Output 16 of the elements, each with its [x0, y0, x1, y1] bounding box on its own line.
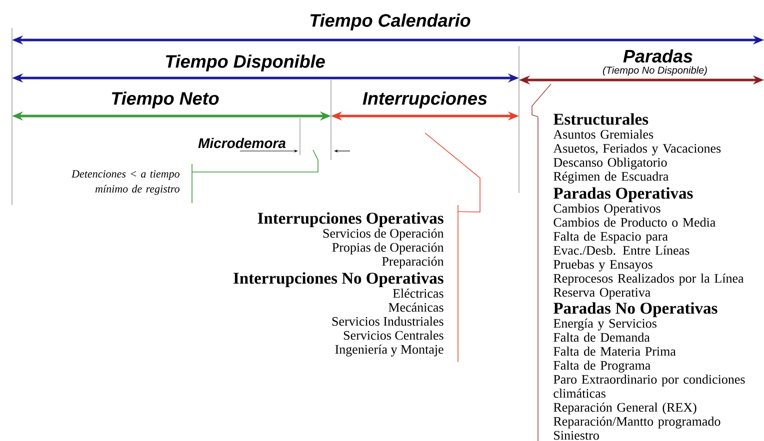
list-text: Paradas Operativas Cambios Operativos Cambios de Producto o Media Falta de Espacio para Evac./Desb. Entre Líneas Pruebas y Ensayos Reprocesos Realizados por la Línea Reserva Operativa [553, 187, 744, 300]
span-label: Microdemora [198, 138, 286, 148]
span-label: Tiempo Calendario [310, 14, 470, 30]
list-text: Estructurales Asuntos Gremiales Asuetos, Feriados y Vacaciones Descanso Obligatorio Régimen de Escuadra [553, 113, 721, 184]
list-text: Paradas No Operativas Energía y Servicios Falta de Demanda Falta de Materia Prima Falta de Programa Paro Extraordinario por condiciones climáticas Reparación General (REX) Reparación/Mantto programado Siniestro [553, 302, 745, 440]
span-label: Paradas [623, 49, 692, 63]
span-label: Tiempo Disponible [166, 54, 325, 72]
span-label: Interrupciones [362, 92, 487, 108]
leader-line [424, 132, 480, 212]
leader-line [532, 84, 552, 117]
span-label: Tiempo Neto [112, 92, 219, 108]
leader-line [192, 150, 318, 204]
list-text: Interrupciones Operativas Servicios de Operación Propias de Operación Preparación [258, 212, 444, 268]
note-text: Detenciones < a tiempo mínimo de registro [71, 170, 180, 195]
list-text: Interrupciones No Operativas Eléctricas Mecánicas Servicios Industriales Servicios Centrales Ingeniería y Montaje [234, 272, 444, 356]
span-label: (Tiempo No Disponible) [603, 66, 707, 76]
